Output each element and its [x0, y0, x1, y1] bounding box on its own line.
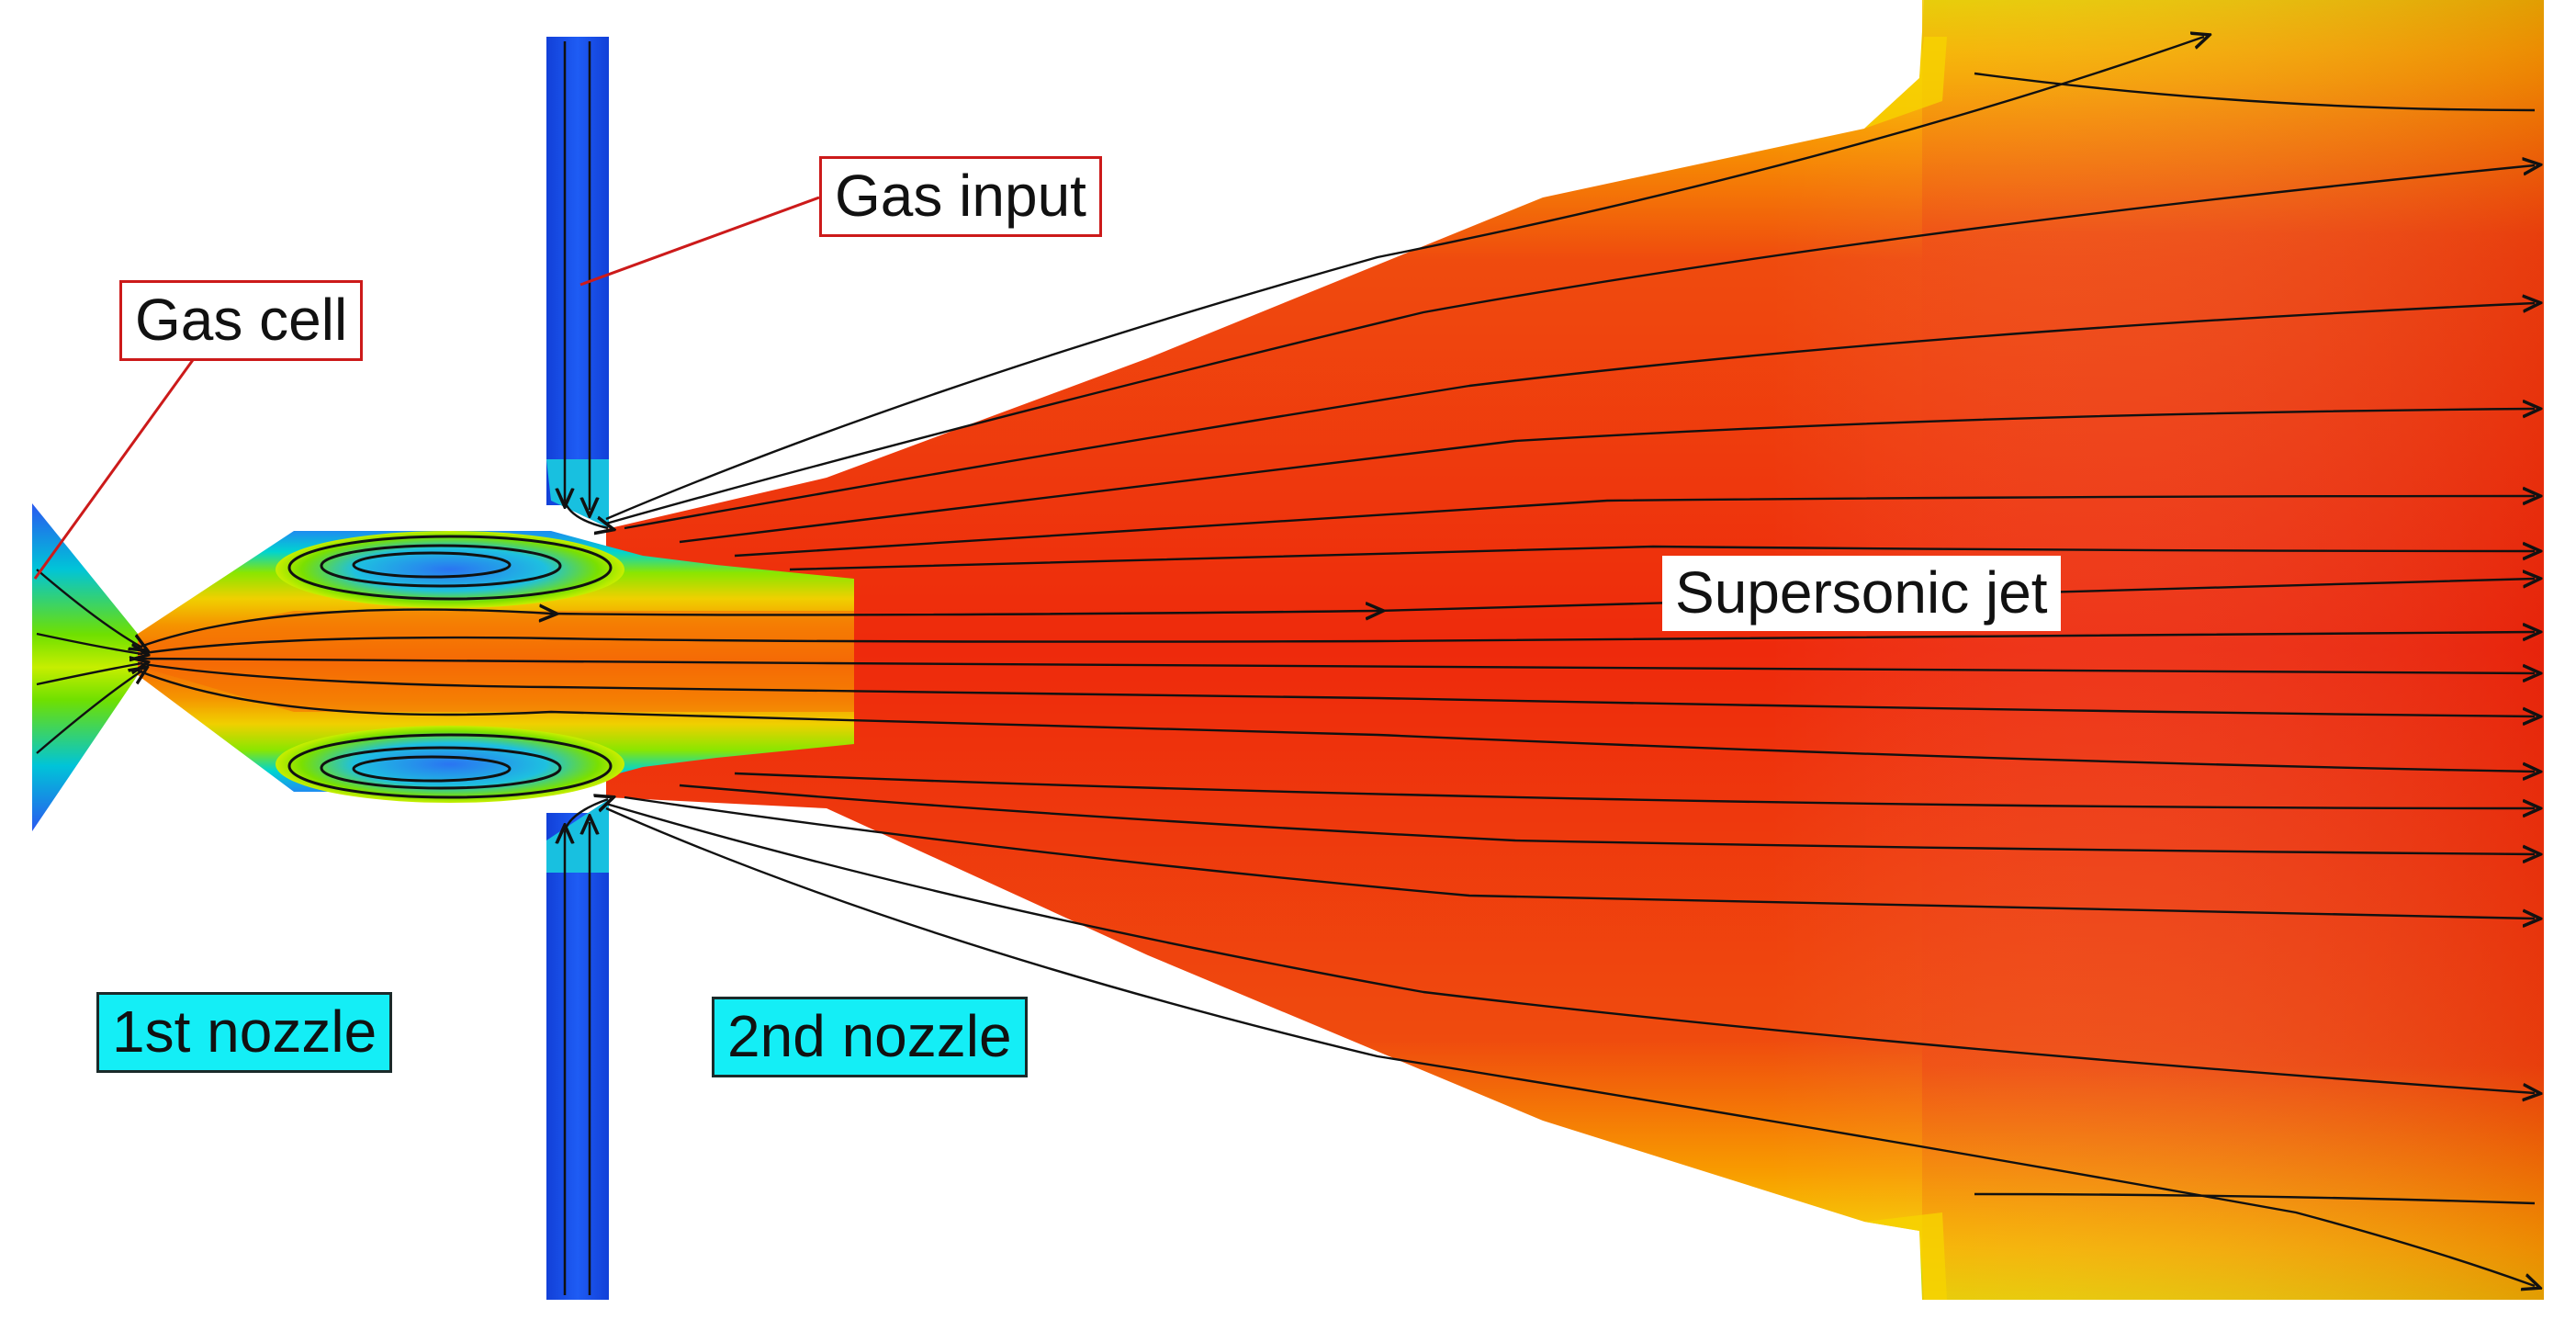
gas-input-channel — [546, 37, 609, 1300]
streamlines — [36, 37, 2535, 1286]
gas-cell-leader — [33, 353, 199, 580]
first-nozzle-label: 1st nozzle — [96, 992, 393, 1073]
second-nozzle-label: 2nd nozzle — [712, 997, 1028, 1077]
gas-input-leader — [579, 196, 820, 287]
upper-eddy — [276, 531, 624, 608]
supersonic-jet-region — [606, 0, 2544, 1300]
gas-cell-region — [32, 503, 138, 831]
gas-input-label: Gas input — [819, 156, 1102, 237]
gas-cell-label: Gas cell — [119, 280, 364, 361]
lower-eddy — [276, 726, 624, 803]
callout-leaders — [33, 196, 820, 580]
supersonic-jet-label: Supersonic jet — [1662, 556, 2061, 631]
